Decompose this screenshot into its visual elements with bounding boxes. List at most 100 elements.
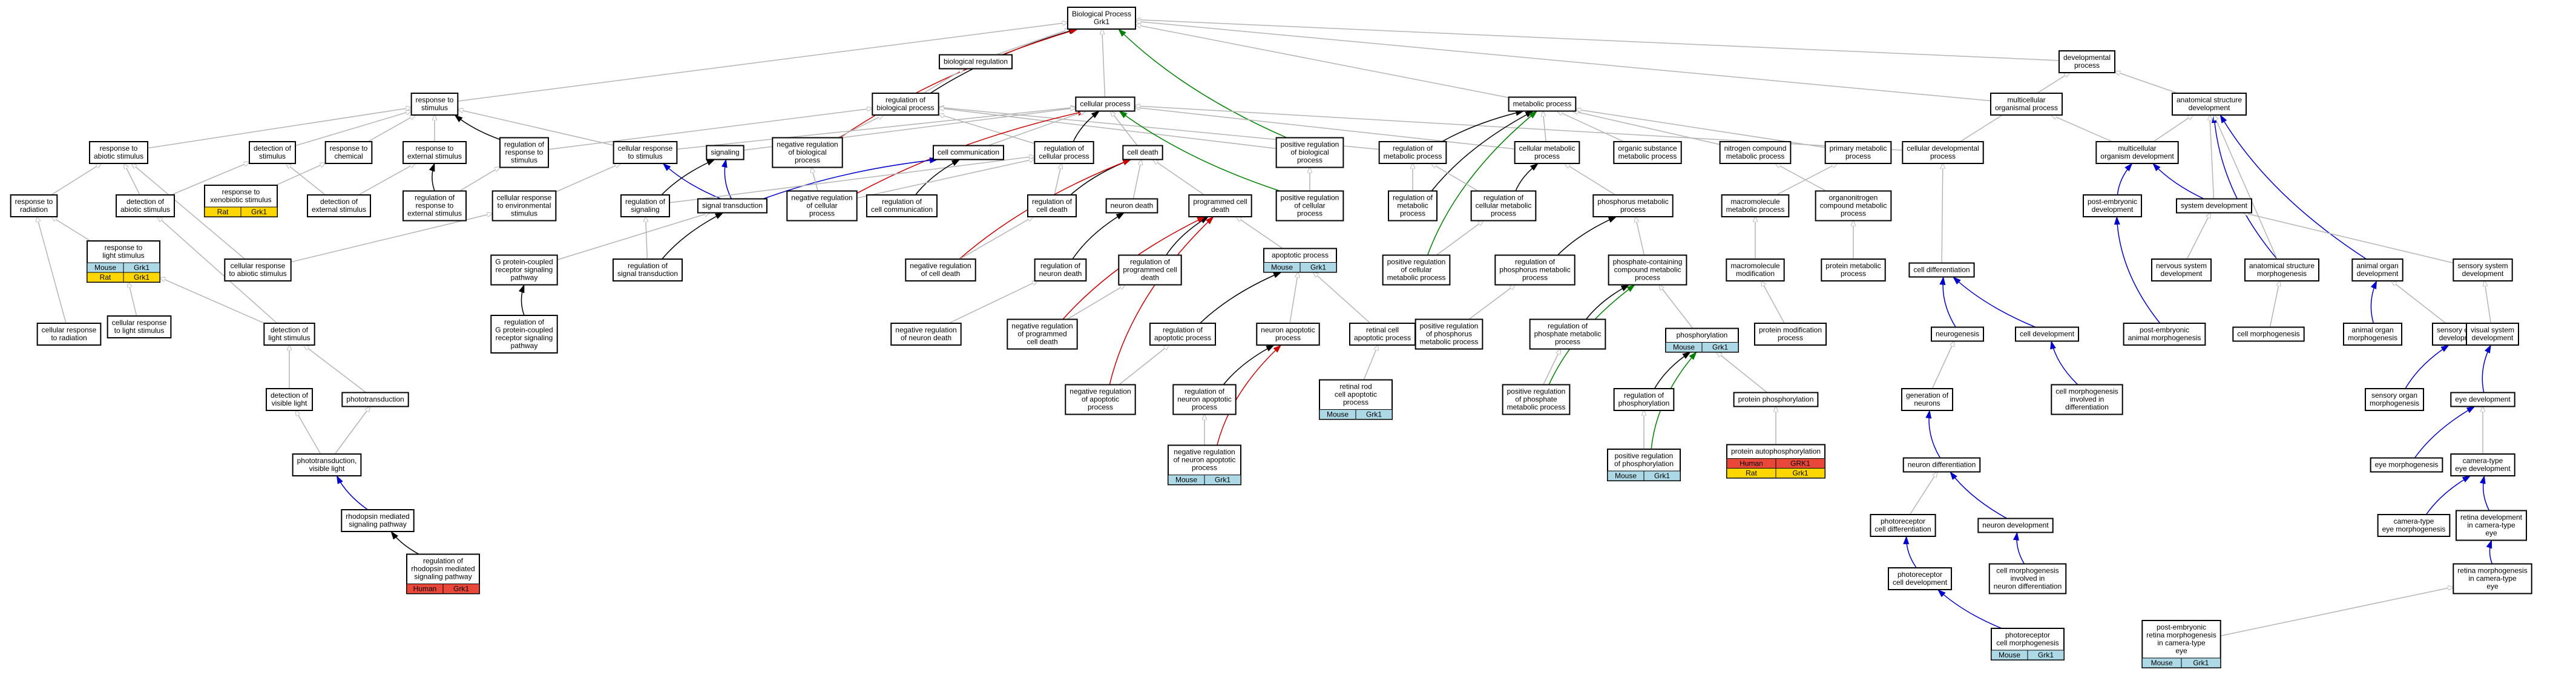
- go-term-node[interactable]: signaling: [706, 145, 744, 160]
- go-term-node[interactable]: system development: [2175, 198, 2253, 214]
- go-term-node[interactable]: eye morphogenesis: [2370, 457, 2443, 473]
- go-term-node[interactable]: phototransduction,visible light: [292, 453, 362, 476]
- go-term-node[interactable]: cell development: [2014, 326, 2080, 342]
- go-term-node[interactable]: metabolic process: [1508, 96, 1577, 112]
- go-term-node[interactable]: phototransduction: [341, 392, 409, 407]
- go-term-node[interactable]: signal transduction: [697, 198, 768, 214]
- go-term-node[interactable]: cellular process: [1075, 96, 1135, 112]
- go-term-node[interactable]: eye development: [2450, 392, 2515, 407]
- go-term-node[interactable]: neurogenesis: [1930, 326, 1985, 342]
- go-term-node[interactable]: protein phosphorylation: [1733, 392, 1819, 407]
- go-term-node[interactable]: cell death: [1122, 145, 1163, 160]
- go-term-node[interactable]: neuron death: [1105, 198, 1158, 214]
- go-term-node[interactable]: neuron differentiation: [1902, 457, 1981, 473]
- go-term-node[interactable]: cell differentiation: [1908, 262, 1975, 278]
- go-term-node[interactable]: neuron development: [1977, 518, 2054, 533]
- go-term-node[interactable]: biological regulation: [938, 54, 1013, 70]
